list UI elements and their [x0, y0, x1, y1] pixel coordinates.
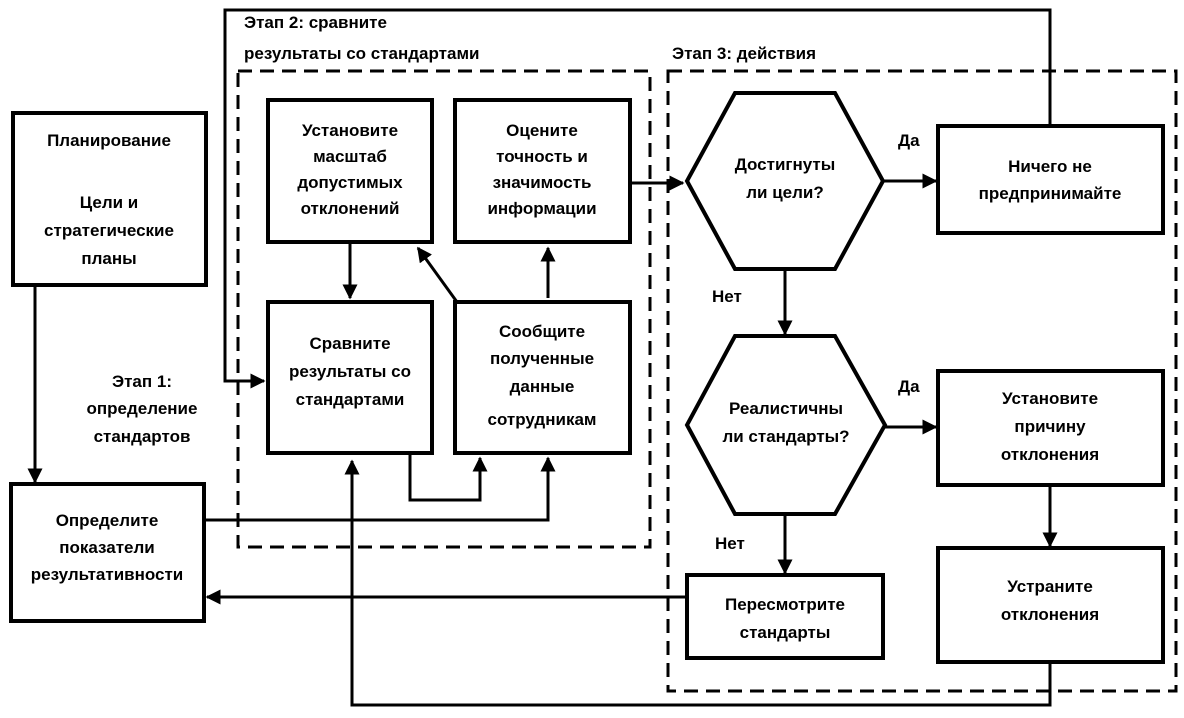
- define-indicators-line: показатели: [59, 538, 155, 557]
- define-indicators-box: [9, 482, 206, 623]
- stage3-label: Этап 3: действия: [672, 44, 816, 63]
- set-scale-line: допустимых: [297, 173, 403, 192]
- planning-title: Планирование: [47, 131, 171, 150]
- revise-line: стандарты: [740, 623, 831, 642]
- planning-line: Цели и: [80, 193, 139, 212]
- find-cause-line: отклонения: [1001, 445, 1099, 464]
- realistic-line: ли стандарты?: [722, 427, 849, 446]
- find-cause-line: причину: [1014, 417, 1086, 436]
- find-cause-line: Установите: [1002, 389, 1098, 408]
- set-scale-box: [266, 98, 434, 244]
- evaluate-line: значимость: [493, 173, 592, 192]
- connectors: [27, 8, 1058, 707]
- evaluate-line: точность и: [496, 147, 588, 166]
- stage3-frame: [666, 69, 1178, 693]
- eliminate-box: [936, 546, 1165, 664]
- report-line: Сообщите: [499, 322, 585, 341]
- report-line: сотрудникам: [488, 410, 597, 429]
- stage1-label-line1: Этап 1:: [112, 372, 172, 391]
- do-nothing-line: Ничего не: [1008, 157, 1092, 176]
- realistic-line: Реалистичны: [729, 399, 843, 418]
- eliminate-line: отклонения: [1001, 605, 1099, 624]
- set-scale-line: масштаб: [313, 147, 387, 166]
- edge-label-yes: Да: [898, 377, 920, 396]
- edge-label-yes: Да: [898, 131, 920, 150]
- goals-reached-line: Достигнуты: [735, 155, 836, 174]
- edge-label-no: Нет: [715, 534, 745, 553]
- stage1-label-line3: стандартов: [94, 427, 191, 446]
- set-scale-line: отклонений: [301, 199, 400, 218]
- do-nothing-line: предпринимайте: [979, 184, 1122, 203]
- compare-line: результаты со: [289, 362, 411, 381]
- find-cause-box: [936, 369, 1165, 487]
- report-box: [453, 300, 632, 455]
- evaluate-box: [453, 98, 632, 244]
- report-line: данные: [510, 377, 575, 396]
- evaluate-line: информации: [487, 199, 596, 218]
- revise-line: Пересмотрите: [725, 595, 845, 614]
- do-nothing-box: [936, 124, 1165, 235]
- compare-box: [266, 300, 434, 455]
- edge-label-no: Нет: [712, 287, 742, 306]
- define-indicators-line: результативности: [31, 565, 184, 584]
- compare-line: Сравните: [309, 334, 390, 353]
- stage2-label-line2: результаты со стандартами: [244, 44, 479, 63]
- planning-line: планы: [81, 249, 136, 268]
- planning-box: [11, 111, 208, 287]
- compare-line: стандартами: [296, 390, 405, 409]
- stage2-label-line1: Этап 2: сравните: [244, 13, 387, 32]
- goals-reached-decision: [684, 91, 886, 271]
- set-scale-line: Установите: [302, 121, 398, 140]
- eliminate-line: Устраните: [1007, 577, 1093, 596]
- realistic-standards-decision: [684, 334, 888, 516]
- evaluate-line: Оцените: [506, 121, 578, 140]
- stage2-frame: [236, 69, 652, 549]
- stage1-label-line2: определение: [87, 399, 198, 418]
- revise-box: [685, 573, 885, 660]
- goals-reached-line: ли цели?: [746, 183, 824, 202]
- report-line: полученные: [490, 349, 594, 368]
- planning-line: стратегические: [44, 221, 174, 240]
- define-indicators-line: Определите: [56, 511, 159, 530]
